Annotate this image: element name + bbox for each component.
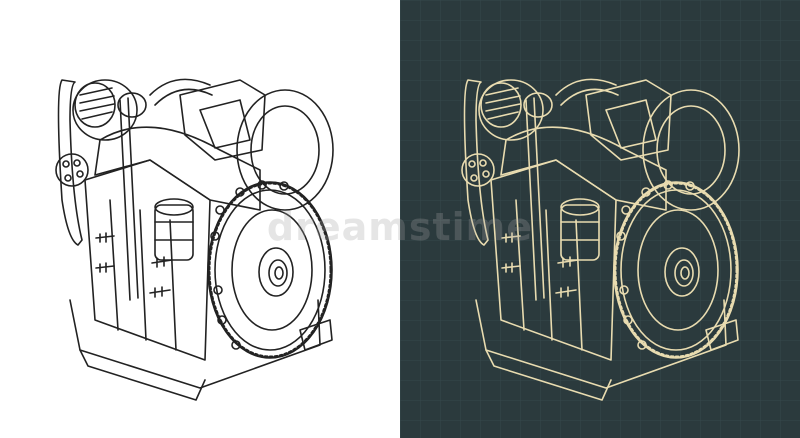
block-rib-1 [109, 199, 119, 331]
right-panel-blueprint-drawing [400, 0, 800, 438]
rear-housing-inner [656, 105, 726, 195]
engine-drawing-blueprint [400, 0, 800, 438]
top-housing [94, 126, 261, 211]
rear-housing [642, 89, 740, 211]
engine-drawing-white [55, 78, 334, 401]
flywheel-face [231, 209, 313, 331]
drive-belt [57, 79, 83, 246]
rear-housing [236, 89, 334, 211]
block-bolts [210, 180, 289, 350]
spark-plugs [501, 232, 579, 298]
drive-belt [463, 79, 489, 246]
alternator-fins [485, 87, 521, 120]
oil-pan [69, 299, 321, 389]
intake-port [605, 99, 657, 149]
oil-filter-top [154, 198, 194, 216]
oil-filter [560, 204, 600, 261]
blueprint-grid [400, 0, 800, 438]
distributor-terminal [468, 160, 476, 168]
distributor-terminal [73, 159, 81, 167]
top-housing [500, 126, 667, 211]
dipstick-handle [523, 92, 553, 118]
mount-bracket [705, 319, 739, 351]
flywheel-center [680, 266, 690, 280]
oil-pan [475, 299, 727, 389]
distributor-terminal [76, 170, 84, 178]
flywheel-ring [620, 189, 732, 351]
intake-manifold [585, 79, 672, 161]
distributor-terminal [482, 170, 490, 178]
alternator-front [480, 82, 522, 128]
dipstick-tube [119, 97, 139, 301]
oil-pan-lower [485, 349, 612, 401]
hose [555, 78, 617, 96]
flywheel-hub-outer [258, 247, 294, 297]
block-rib-2 [139, 209, 147, 341]
flywheel-center [274, 266, 284, 280]
block-rib-2 [545, 209, 553, 341]
block-rib-1 [515, 199, 525, 331]
flywheel-hub-outer [664, 247, 700, 297]
hose [149, 78, 211, 96]
intake-manifold [179, 79, 266, 161]
hose [560, 88, 619, 106]
dipstick-tube [525, 97, 545, 301]
spark-plugs [95, 232, 173, 298]
alternator-fins [79, 87, 115, 120]
flywheel-teeth [207, 181, 333, 359]
intake-port [199, 99, 251, 149]
flywheel-teeth [613, 181, 739, 359]
distributor-terminal [64, 174, 72, 182]
flywheel-hub-inner [674, 259, 694, 287]
oil-filter-top [560, 198, 600, 216]
distributor-terminal [470, 174, 478, 182]
distributor-terminal [62, 160, 70, 168]
oil-filter-bands [560, 221, 600, 241]
oil-pan-lower [79, 349, 206, 401]
flywheel-hub-inner [268, 259, 288, 287]
distributor-cap [461, 153, 495, 187]
block-bolts [616, 180, 695, 350]
oil-filter [154, 204, 194, 261]
engine-illustration [461, 78, 740, 401]
flywheel-face [637, 209, 719, 331]
distributor-terminal [479, 159, 487, 167]
distributor-cap [55, 153, 89, 187]
left-panel-white-drawing [55, 78, 334, 401]
mount-bracket [299, 319, 333, 351]
alternator-front [74, 82, 116, 128]
flywheel-ring [214, 189, 326, 351]
rear-housing-inner [250, 105, 320, 195]
alternator [72, 79, 138, 141]
block-rib-3 [575, 219, 583, 351]
dipstick-handle [117, 92, 147, 118]
alternator [478, 79, 544, 141]
engine-block [84, 159, 211, 361]
hose [154, 88, 213, 106]
block-rib-3 [169, 219, 177, 351]
engine-illustration [55, 78, 334, 401]
oil-filter-bands [154, 221, 194, 241]
